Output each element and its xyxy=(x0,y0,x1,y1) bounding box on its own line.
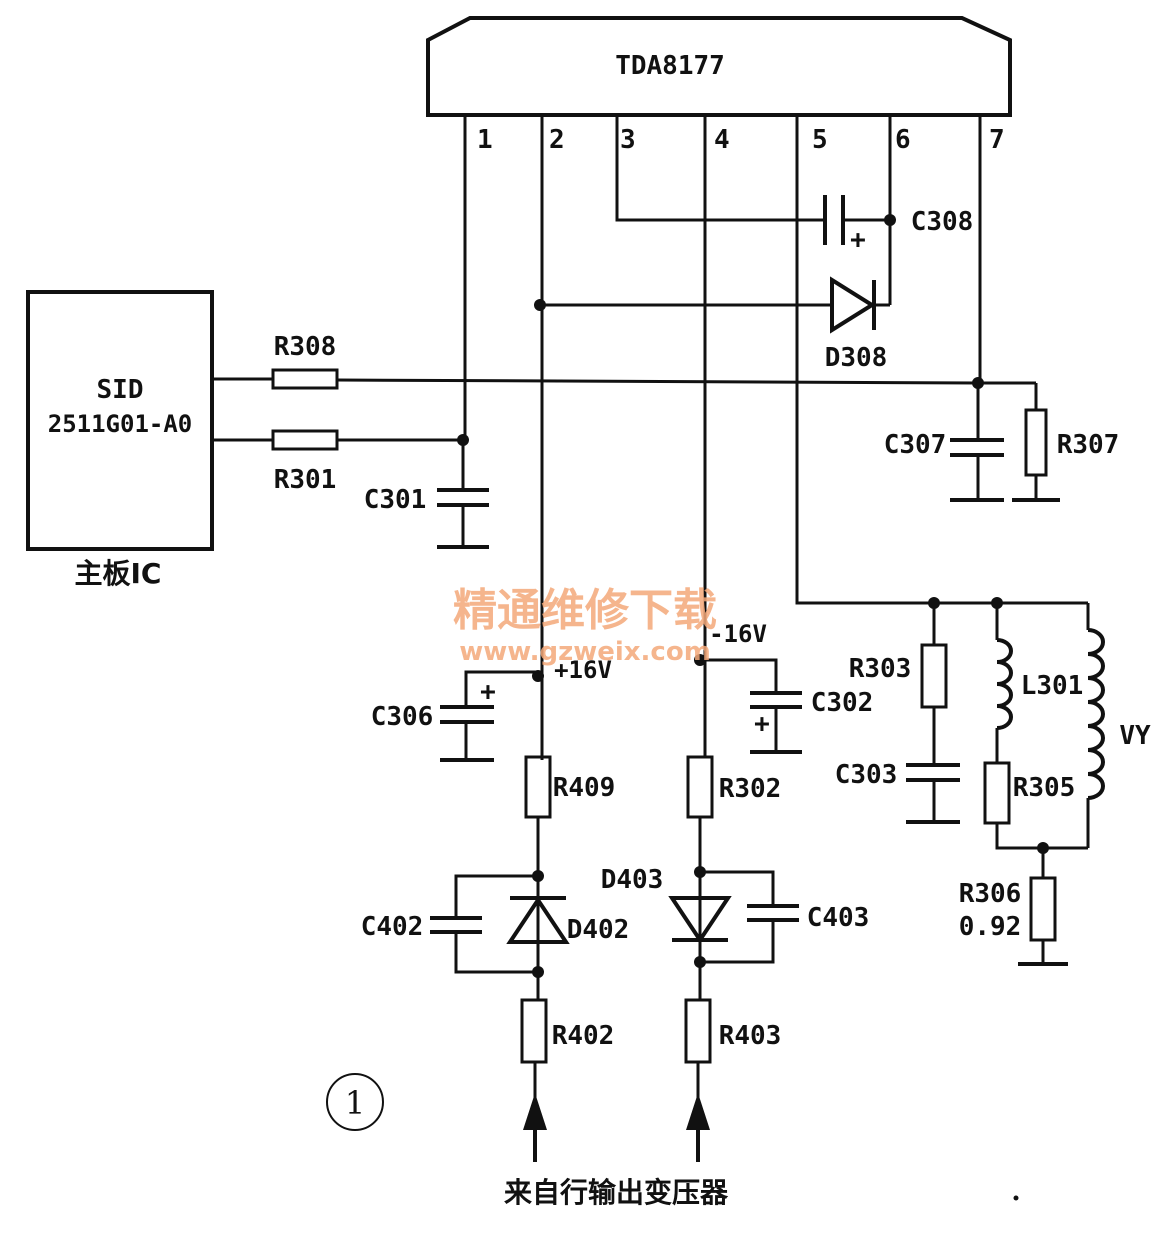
figure-number-circle xyxy=(326,1073,384,1131)
source-label: 来自行输出变压器 xyxy=(504,1176,729,1209)
mainboard-ic-line1: SID xyxy=(97,375,144,405)
c302-label: C302 xyxy=(811,688,874,718)
c402-label: C402 xyxy=(361,912,424,942)
r307-label: R307 xyxy=(1057,430,1120,460)
pin-4-label: 4 xyxy=(714,125,730,155)
arrow-up-icon-left xyxy=(523,1093,547,1130)
c306-plus-sign: + xyxy=(480,677,496,707)
pin-1-label: 1 xyxy=(477,125,493,155)
r402-resistor xyxy=(520,998,548,1064)
tda8177-ic-body xyxy=(426,16,1012,117)
r303-resistor xyxy=(920,643,948,709)
l301-inductor xyxy=(996,638,1013,730)
mainboard-ic-caption: 主板IC xyxy=(75,557,162,590)
c308-label: C308 xyxy=(911,207,974,237)
c303-label: C303 xyxy=(835,760,898,790)
r403-label: R403 xyxy=(719,1021,782,1051)
r308-resistor xyxy=(271,368,339,390)
c306-wire xyxy=(464,670,538,705)
r302-resistor xyxy=(686,755,714,819)
vy-label: VY xyxy=(1119,721,1151,751)
figure-number-digit: 1 xyxy=(345,1084,365,1122)
c403-top-wire xyxy=(700,870,775,906)
ic-name: TDA8177 xyxy=(615,51,725,81)
pin-3-label: 3 xyxy=(620,125,636,155)
c402-bottom-wire xyxy=(454,932,538,974)
watermark-text: 精通维修下载 xyxy=(453,585,717,636)
mainboard-ic-body xyxy=(26,290,214,551)
c301-label: C301 xyxy=(364,485,427,515)
d308-diode-body xyxy=(830,276,876,334)
pos-rail-label: +16V xyxy=(554,656,612,684)
pin-7-label: 7 xyxy=(989,125,1005,155)
r409-resistor xyxy=(524,755,552,819)
junction-d308 xyxy=(534,299,546,311)
vy-yoke-coil xyxy=(1087,628,1105,800)
r305-label: R305 xyxy=(1013,773,1076,803)
pin-5-label: 5 xyxy=(812,125,828,155)
c306-label: C306 xyxy=(371,702,434,732)
r301-label: R301 xyxy=(274,465,337,495)
r302-label: R302 xyxy=(719,774,782,804)
d402-diode-body xyxy=(506,896,570,944)
mainboard-ic-line2: 2511G01-A0 xyxy=(48,410,193,438)
pin-6-label: 6 xyxy=(895,125,911,155)
d308-label: D308 xyxy=(825,343,888,373)
r308-label: R308 xyxy=(274,332,337,362)
c402-top-wire xyxy=(454,874,538,918)
l301-label: L301 xyxy=(1021,671,1084,701)
c302-wire xyxy=(700,658,778,693)
c302-plus-sign: + xyxy=(754,709,770,739)
c403-bottom-wire xyxy=(700,920,775,964)
r307-resistor xyxy=(1024,408,1048,477)
d402-label: D402 xyxy=(567,915,630,945)
watermark-url: www.gzweix.com xyxy=(459,637,711,667)
r402-label: R402 xyxy=(552,1021,615,1051)
r308-wire-right xyxy=(336,378,979,385)
d403-label: D403 xyxy=(601,865,664,895)
c307-label: C307 xyxy=(884,430,947,460)
r303-label: R303 xyxy=(849,654,912,684)
r305-bottom-wire xyxy=(995,823,1088,850)
r305-resistor xyxy=(983,761,1011,825)
r306-resistor xyxy=(1029,876,1057,942)
pin-2-label: 2 xyxy=(549,125,565,155)
stray-dot xyxy=(1013,1195,1019,1201)
r301-resistor xyxy=(271,429,339,451)
d403-diode-body xyxy=(668,896,732,944)
c403-label: C403 xyxy=(807,903,870,933)
r409-label: R409 xyxy=(553,773,616,803)
r403-resistor xyxy=(684,998,712,1064)
neg-rail-label: -16V xyxy=(709,620,767,648)
r306-label: R306 xyxy=(959,879,1022,909)
pin3-wire xyxy=(615,115,823,222)
r306-value: 0.92 xyxy=(959,912,1022,942)
c308-plus-sign: + xyxy=(850,225,866,255)
arrow-up-icon-right xyxy=(686,1093,710,1130)
